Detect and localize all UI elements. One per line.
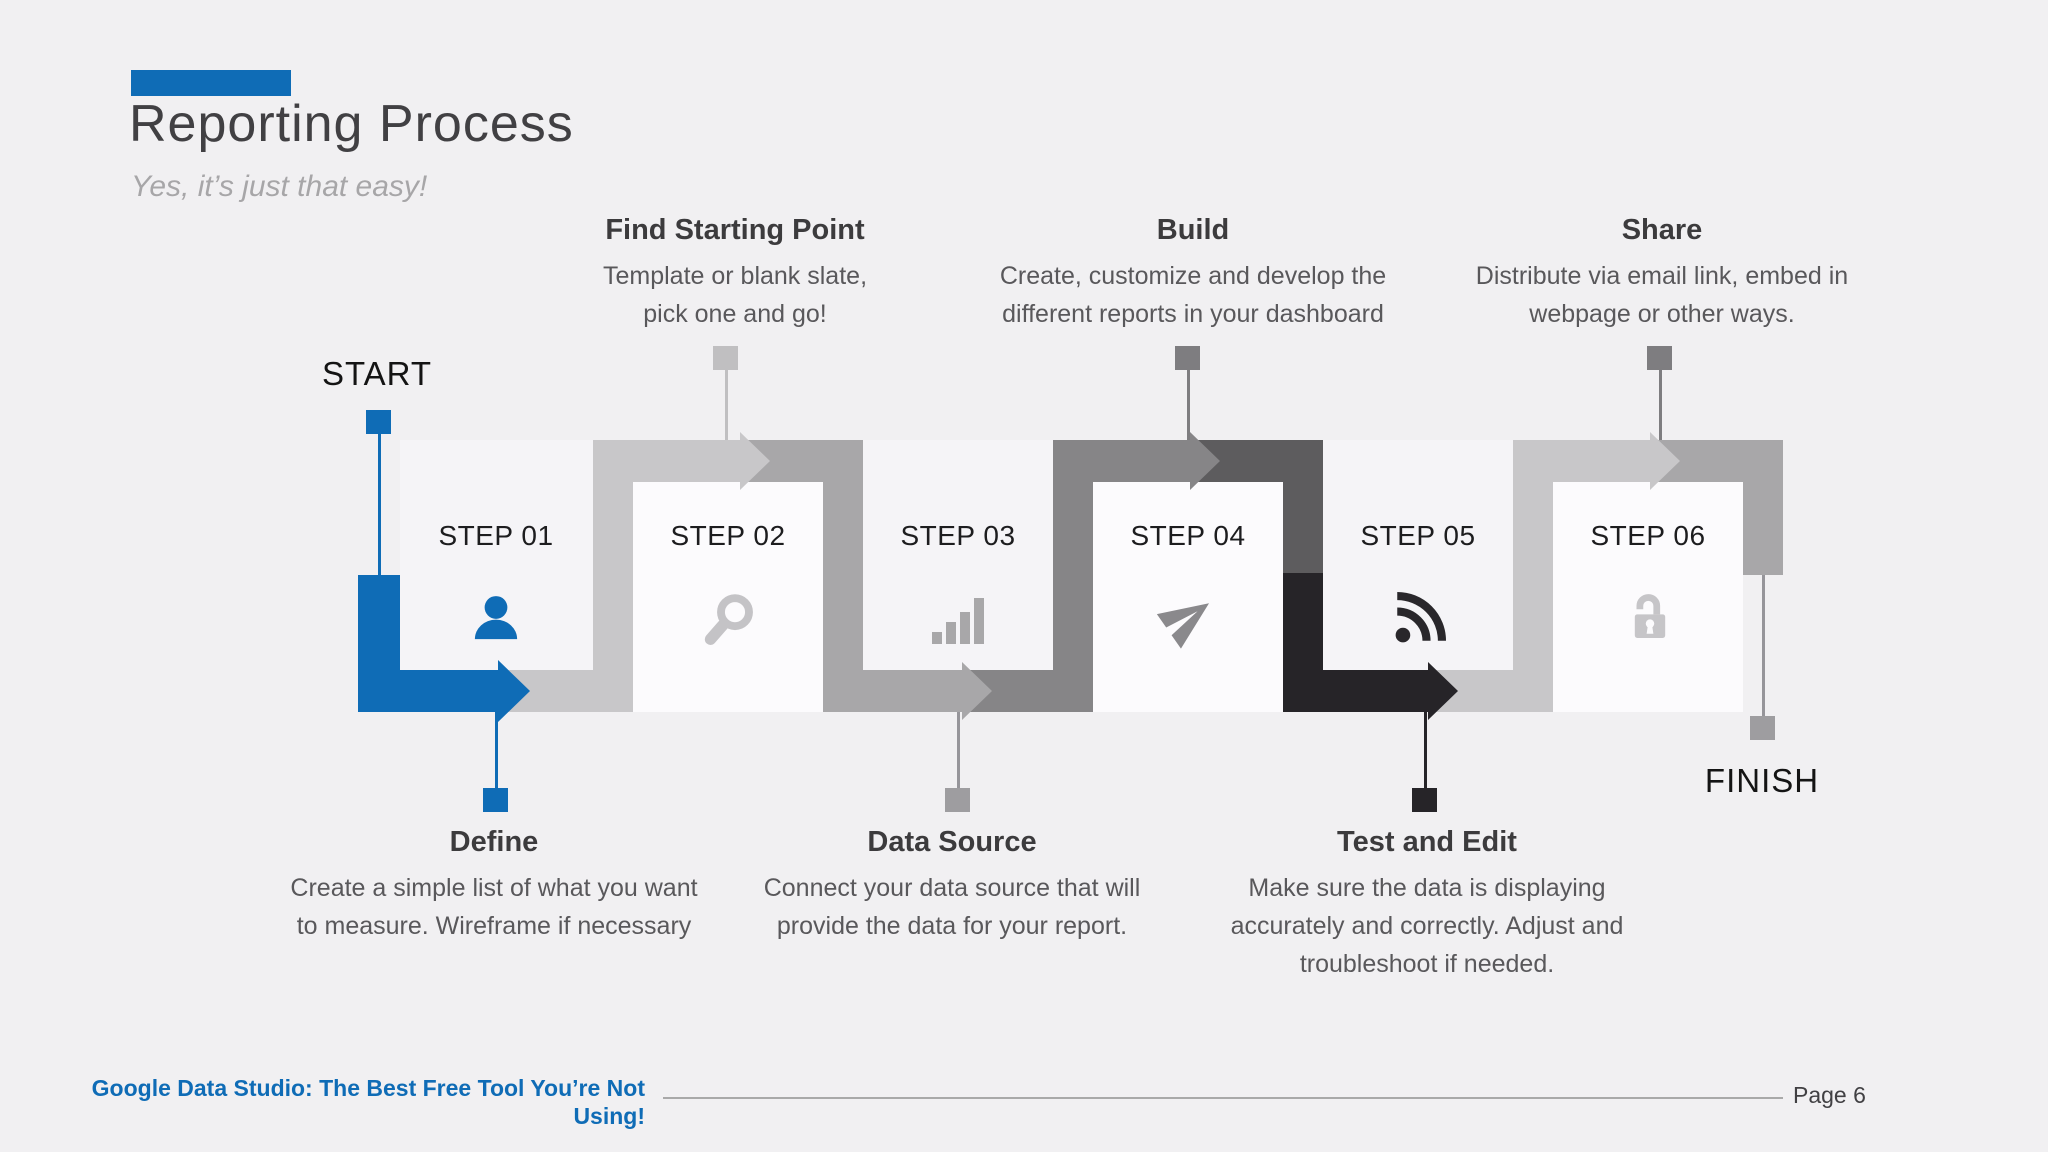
flow-segment-step-04 <box>1053 440 1190 482</box>
user-icon <box>466 588 526 648</box>
step-04-marker-square <box>1175 346 1200 370</box>
step-04-description: Create, customize and develop the differ… <box>999 262 1387 328</box>
step-06-description: Distribute via email link, embed in webp… <box>1475 262 1849 328</box>
step-01-label: STEP 01 <box>438 520 554 551</box>
footer-reference: Google Data Studio: The Best Free Tool Y… <box>91 1075 645 1129</box>
step-05-description-block: Test and Edit Make sure the data is disp… <box>1177 826 1677 983</box>
step-05-label: STEP 05 <box>1360 520 1476 551</box>
step-03-label: STEP 03 <box>900 520 1016 551</box>
start-marker-square <box>366 410 391 434</box>
flow-segment-step-02 <box>593 440 633 712</box>
unlock-icon <box>1620 586 1680 646</box>
step-02-title: Find Starting Point <box>605 214 865 246</box>
bar-chart-icon <box>928 590 988 650</box>
rss-icon <box>1390 588 1450 648</box>
step-05-description: Make sure the data is displaying accurat… <box>1230 874 1624 978</box>
step-06-connector-line <box>1659 369 1662 440</box>
flow-segment-step-06 <box>1513 440 1553 712</box>
page-title: Reporting Process <box>129 95 574 153</box>
page-number: Page 6 <box>1793 1082 1866 1108</box>
finish-connector-line <box>1762 570 1765 718</box>
start-connector-line <box>378 433 381 578</box>
footer-divider <box>663 1097 1783 1099</box>
flow-segment-step-02 <box>593 440 740 482</box>
step-06-marker-square <box>1647 346 1672 370</box>
step-02-connector-line <box>725 369 728 440</box>
step-05-title: Test and Edit <box>1337 826 1517 858</box>
flow-segment-step-03 <box>823 670 962 712</box>
step-02-description-block: Find Starting Point Template or blank sl… <box>495 214 975 333</box>
step-03-title: Data Source <box>867 826 1037 858</box>
step-01-connector-line <box>495 712 498 790</box>
step-04-alcove <box>1093 482 1283 712</box>
send-icon <box>1156 588 1218 649</box>
page-subtitle: Yes, it’s just that easy! <box>131 170 428 203</box>
step-05-alcove <box>1323 440 1513 670</box>
flow-segment-finish <box>1743 440 1783 575</box>
step-03-alcove <box>863 440 1053 670</box>
flow-segment-step-05 <box>1283 440 1323 573</box>
flow-segment-step-04 <box>1053 440 1093 712</box>
title-accent-bar <box>131 70 291 96</box>
step-04-title: Build <box>1156 214 1230 246</box>
step-03-description-block: Data Source Connect your data source tha… <box>702 826 1202 945</box>
search-icon <box>698 590 758 650</box>
step-01-title: Define <box>449 826 539 858</box>
step-02-marker-square <box>713 346 738 370</box>
step-06-title: Share <box>1621 214 1703 246</box>
flow-segment-step-01 <box>358 670 498 712</box>
flow-segment-step-03 <box>823 440 863 712</box>
step-03-marker-square <box>945 788 970 812</box>
finish-marker-square <box>1750 716 1775 740</box>
finish-label: FINISH <box>1704 762 1820 799</box>
step-02-label: STEP 02 <box>670 520 786 551</box>
flow-segment-step-05-dark <box>1283 670 1428 712</box>
step-06-description-block: Share Distribute via email link, embed i… <box>1422 214 1902 333</box>
step-04-label: STEP 04 <box>1130 520 1246 551</box>
start-label: START <box>321 355 433 392</box>
step-04-description-block: Build Create, customize and develop the … <box>953 214 1433 333</box>
step-06-label: STEP 06 <box>1590 520 1706 551</box>
step-03-description: Connect your data source that will provi… <box>763 874 1141 940</box>
step-04-connector-line <box>1187 369 1190 440</box>
step-01-description-block: Define Create a simple list of what you … <box>244 826 744 945</box>
step-05-connector-line <box>1424 712 1427 790</box>
flow-segment-step-06 <box>1513 440 1650 482</box>
step-01-marker-square <box>483 788 508 812</box>
step-03-connector-line <box>957 712 960 790</box>
step-01-description: Create a simple list of what you want to… <box>290 874 698 940</box>
step-05-marker-square <box>1412 788 1437 812</box>
step-02-description: Template or blank slate, pick one and go… <box>602 262 868 328</box>
